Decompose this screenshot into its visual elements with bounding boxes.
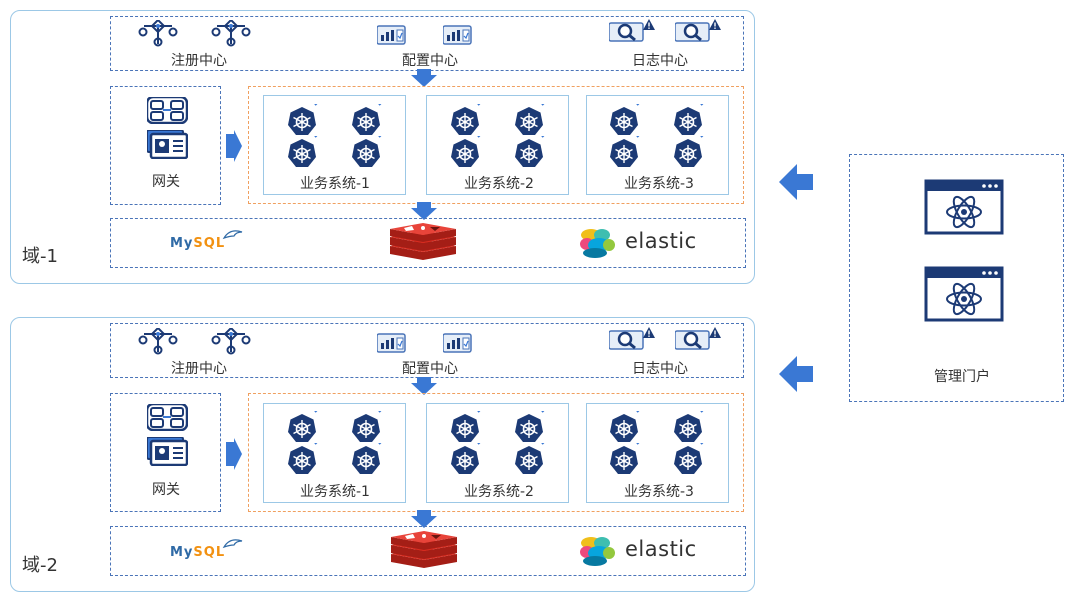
kubernetes-icon [352, 104, 383, 136]
kubernetes-icon [451, 104, 482, 136]
log-search-warning-icon [609, 327, 656, 351]
registry-node-icon [138, 328, 178, 355]
mysql-dolphin-icon [222, 539, 243, 549]
domain-label: 域-2 [22, 555, 58, 576]
kubernetes-icon [352, 443, 383, 475]
mysql-logo-my: My [170, 236, 194, 251]
data-layer-box [110, 218, 746, 268]
gateway-api-icon [147, 404, 188, 431]
registry-center-label: 注册中心 [171, 361, 227, 377]
business-system-1 [263, 95, 406, 195]
business-system-label: 业务系统-2 [464, 484, 534, 500]
mysql-dolphin-icon [222, 230, 243, 240]
log-center-label: 日志中心 [632, 361, 688, 377]
business-system-2 [426, 403, 569, 503]
log-search-warning-icon [609, 19, 656, 43]
right-arrow-icon [226, 130, 242, 162]
portal-window-icon [924, 266, 1004, 322]
config-dashboard-icon [377, 25, 406, 45]
data-layer-box [110, 526, 746, 576]
gateway-label: 网关 [152, 174, 180, 190]
business-system-label: 业务系统-1 [300, 484, 370, 500]
kubernetes-icon [451, 136, 482, 168]
mysql-logo: MySQL [170, 236, 225, 251]
left-arrow-icon [779, 356, 813, 392]
kubernetes-icon [352, 136, 383, 168]
right-arrow-icon [226, 438, 242, 470]
kubernetes-icon [610, 136, 641, 168]
config-dashboard-icon [443, 25, 472, 45]
left-arrow-icon [779, 164, 813, 200]
business-system-1 [263, 403, 406, 503]
elastic-logo [580, 229, 615, 258]
gateway-box [110, 393, 221, 512]
mysql-logo-sql: SQL [193, 545, 226, 560]
kubernetes-icon [288, 104, 319, 136]
business-system-2 [426, 95, 569, 195]
gateway-card-icon [147, 130, 188, 159]
gateway-label: 网关 [152, 482, 180, 498]
kubernetes-icon [610, 104, 641, 136]
business-systems-box [248, 393, 744, 512]
registry-node-icon [211, 328, 251, 355]
business-system-3 [586, 403, 729, 503]
kubernetes-icon [288, 443, 319, 475]
down-arrow-icon [411, 69, 437, 87]
gateway-api-icon [147, 97, 188, 124]
business-system-label: 业务系统-1 [300, 176, 370, 192]
redis-icon [391, 531, 457, 568]
config-dashboard-icon [443, 333, 472, 353]
gateway-box [110, 86, 221, 205]
kubernetes-icon [352, 411, 383, 443]
log-search-warning-icon [675, 19, 722, 43]
business-system-3 [586, 95, 729, 195]
business-systems-box [248, 86, 744, 204]
log-center-label: 日志中心 [632, 53, 688, 69]
kubernetes-icon [674, 104, 705, 136]
config-center-label: 配置中心 [402, 53, 458, 69]
kubernetes-icon [451, 443, 482, 475]
redis-icon [390, 223, 456, 260]
log-search-warning-icon [675, 327, 722, 351]
kubernetes-icon [674, 411, 705, 443]
elastic-wordmark: elastic [625, 229, 697, 253]
mysql-logo-my: My [170, 545, 194, 560]
portal-window-icon [924, 179, 1004, 235]
kubernetes-icon [515, 411, 546, 443]
mysql-logo-sql: SQL [193, 236, 226, 251]
registry-node-icon [211, 20, 251, 47]
config-dashboard-icon [377, 333, 406, 353]
mysql-logo: MySQL [170, 545, 225, 560]
business-system-label: 业务系统-3 [624, 484, 694, 500]
registry-center-label: 注册中心 [171, 53, 227, 69]
elastic-logo [580, 537, 615, 566]
business-system-label: 业务系统-3 [624, 176, 694, 192]
elastic-wordmark: elastic [625, 537, 697, 561]
kubernetes-icon [610, 443, 641, 475]
management-portal-box [849, 154, 1064, 402]
registry-node-icon [138, 20, 178, 47]
kubernetes-icon [288, 136, 319, 168]
config-center-label: 配置中心 [402, 361, 458, 377]
gateway-card-icon [147, 437, 188, 466]
kubernetes-icon [674, 136, 705, 168]
kubernetes-icon [674, 443, 705, 475]
kubernetes-icon [515, 136, 546, 168]
kubernetes-icon [515, 104, 546, 136]
kubernetes-icon [451, 411, 482, 443]
business-system-label: 业务系统-2 [464, 176, 534, 192]
kubernetes-icon [288, 411, 319, 443]
management-portal-label: 管理门户 [934, 369, 990, 385]
kubernetes-icon [515, 443, 546, 475]
kubernetes-icon [610, 411, 641, 443]
domain-label: 域-1 [22, 246, 58, 267]
